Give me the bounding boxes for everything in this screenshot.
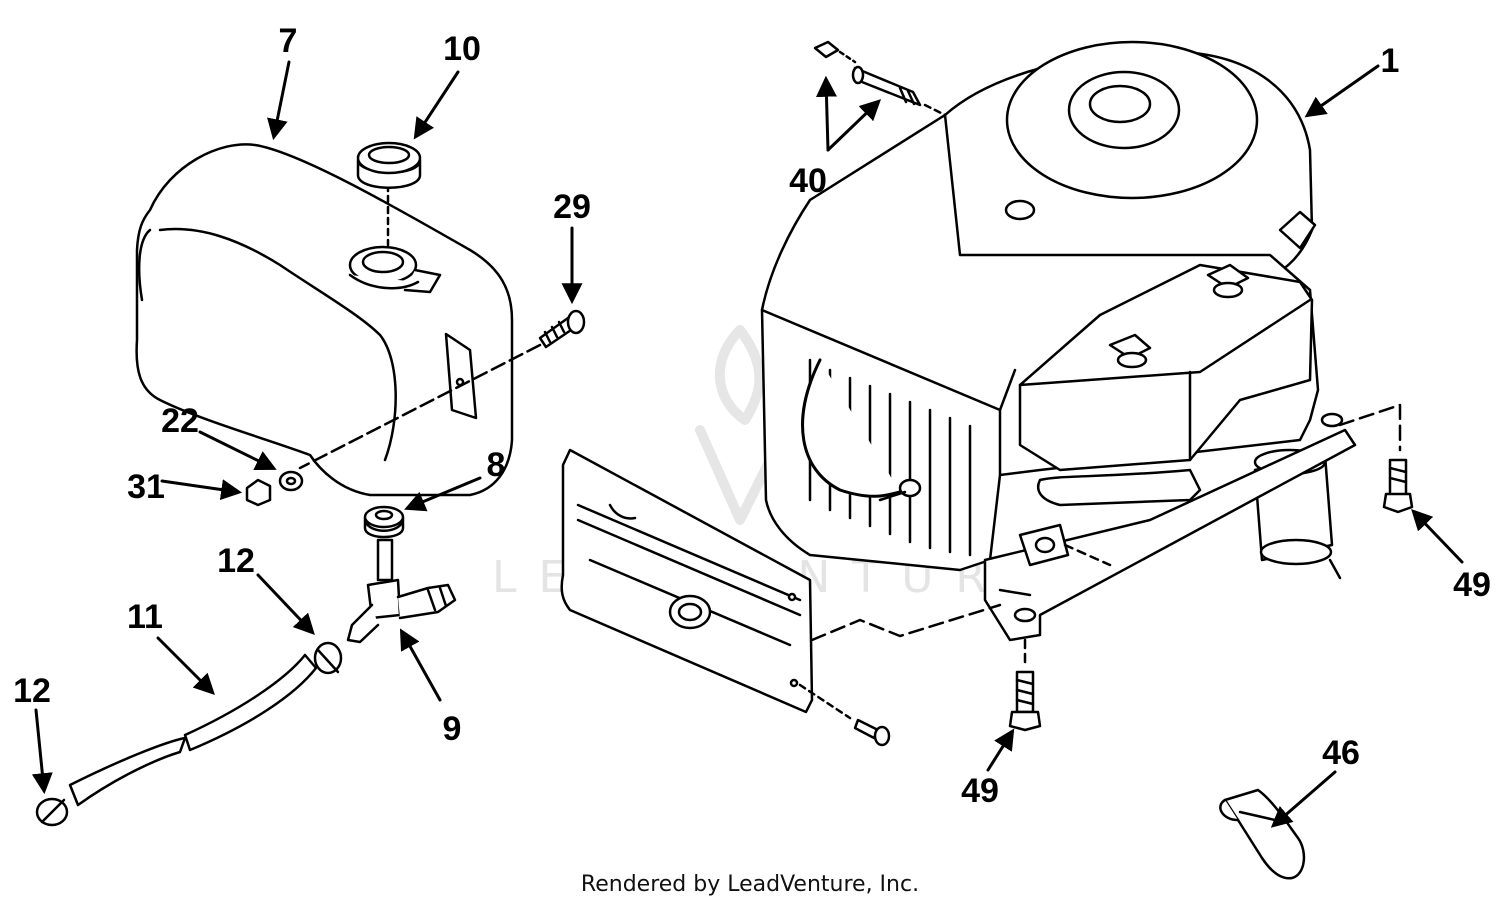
shield-guideline xyxy=(810,603,1002,642)
bolt-29 xyxy=(538,309,586,349)
shield-screw xyxy=(853,718,891,747)
callout-labels: 7 10 29 40 1 22 31 8 12 11 12 9 49 49 46 xyxy=(13,22,1491,810)
callout-7: 7 xyxy=(279,22,298,60)
bolt-49-rear xyxy=(1382,458,1414,514)
shutoff-valve-9 xyxy=(346,538,457,644)
dipstick-tube-40 xyxy=(813,40,947,117)
grommet-8 xyxy=(363,505,405,539)
callout-12-upper: 12 xyxy=(217,542,255,580)
fuel-hose-11 xyxy=(68,653,318,807)
callout-49-rear: 49 xyxy=(1453,566,1491,604)
bolt-49-front xyxy=(1008,670,1042,732)
callout-46: 46 xyxy=(1322,734,1360,772)
rear-bolt-guideline xyxy=(1338,403,1402,452)
callout-11: 11 xyxy=(127,598,163,636)
callout-9: 9 xyxy=(443,710,462,748)
callout-40: 40 xyxy=(789,162,827,200)
callout-10: 10 xyxy=(443,30,481,68)
callout-29: 29 xyxy=(553,188,591,226)
callout-22: 22 xyxy=(161,402,199,440)
engine xyxy=(760,40,1357,642)
footer-credit: Rendered by LeadVenture, Inc. xyxy=(580,872,920,897)
washer-22 xyxy=(278,470,304,492)
hose-clamp-12-upper xyxy=(313,641,343,675)
nut-31 xyxy=(245,478,272,507)
callout-arrows xyxy=(31,60,1464,828)
connector-46 xyxy=(1219,788,1306,880)
callout-31: 31 xyxy=(127,468,165,506)
engine-shield-plate xyxy=(560,448,814,714)
callout-49-front: 49 xyxy=(961,772,999,810)
fuel-tank xyxy=(135,143,514,497)
hose-clamp-12-lower xyxy=(35,797,69,827)
callout-8: 8 xyxy=(487,446,506,484)
fuel-cap xyxy=(356,141,422,189)
bolt-29-guideline xyxy=(298,343,542,470)
callout-12-lower: 12 xyxy=(13,672,51,710)
callout-1: 1 xyxy=(1381,42,1400,80)
